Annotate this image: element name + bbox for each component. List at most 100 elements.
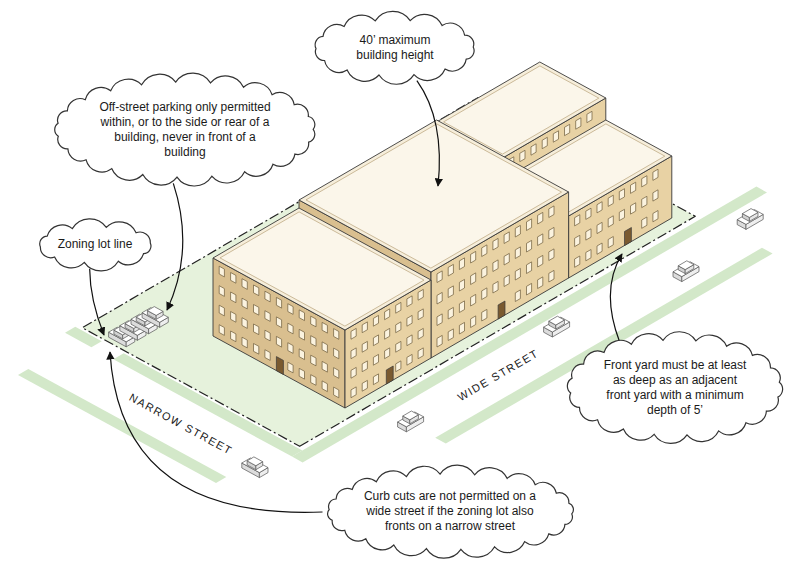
window (437, 314, 442, 326)
window (587, 111, 592, 122)
window (385, 328, 390, 339)
window (527, 262, 532, 274)
window (373, 335, 378, 346)
car-top (544, 317, 570, 332)
window (549, 227, 554, 239)
window (575, 235, 580, 246)
window (586, 208, 591, 219)
building-top (213, 208, 431, 330)
window (254, 285, 259, 296)
window (373, 374, 378, 385)
car-cabin-top (147, 307, 163, 316)
car-cabin-top (247, 457, 263, 466)
window (231, 331, 236, 342)
window (482, 266, 487, 278)
window (254, 305, 259, 316)
window (334, 348, 339, 359)
door (386, 366, 393, 384)
window (549, 206, 554, 218)
callout-cloud: Off-street parking only permitted within… (48, 73, 322, 186)
window (471, 251, 476, 263)
window (608, 237, 613, 248)
window (597, 222, 602, 233)
window (437, 335, 442, 347)
window (538, 277, 543, 289)
window (351, 387, 356, 398)
car-cabin-top (678, 261, 694, 270)
window (231, 273, 236, 284)
window (549, 270, 554, 282)
window (334, 329, 339, 340)
window (322, 381, 327, 392)
window (219, 325, 224, 336)
window (515, 268, 520, 280)
window (597, 243, 602, 254)
callout-text-wrap: Curb cuts are not permitted on a wide st… (363, 489, 538, 534)
sidewalk (65, 327, 102, 347)
window (515, 225, 520, 237)
window (242, 279, 247, 290)
window (418, 309, 423, 320)
window (437, 292, 442, 304)
window (471, 316, 476, 328)
window (276, 336, 281, 347)
window (254, 344, 259, 355)
window (385, 309, 390, 320)
window (288, 362, 293, 373)
window (299, 329, 304, 340)
window (586, 229, 591, 240)
window (504, 275, 509, 287)
window (299, 368, 304, 379)
callout-text: Curb cuts are not permitted on a wide st… (363, 489, 538, 534)
leader-line (417, 81, 439, 186)
window (231, 292, 236, 303)
window (538, 255, 543, 267)
window (265, 311, 270, 322)
cloud-path (316, 12, 475, 85)
window (418, 289, 423, 300)
window (459, 301, 464, 313)
door (276, 357, 283, 375)
window (493, 281, 498, 293)
window (471, 273, 476, 285)
leader-line (610, 254, 622, 342)
window (418, 348, 423, 359)
window (448, 264, 453, 276)
window (299, 349, 304, 360)
callout-cloud: Zoning lot line (31, 218, 160, 272)
window (504, 253, 509, 265)
window (448, 307, 453, 319)
window (311, 316, 316, 327)
door (498, 301, 505, 319)
window (265, 291, 270, 302)
window (575, 215, 580, 226)
window (515, 247, 520, 259)
window (619, 189, 624, 200)
window (459, 322, 464, 334)
window (407, 354, 412, 365)
window (631, 203, 636, 214)
window (396, 341, 401, 352)
window (527, 219, 532, 231)
window (322, 342, 327, 353)
window (242, 337, 247, 348)
car-cabin-top (549, 316, 565, 325)
callout-text: Off-street parking only permitted within… (92, 100, 277, 160)
window (515, 290, 520, 302)
window (642, 176, 647, 187)
window (299, 310, 304, 321)
window (482, 309, 487, 321)
callout-text-wrap: Off-street parking only permitted within… (92, 100, 277, 160)
window (265, 330, 270, 341)
window (482, 245, 487, 257)
window (362, 322, 367, 333)
door (625, 228, 632, 246)
window (493, 238, 498, 250)
window (254, 324, 259, 335)
window (311, 355, 316, 366)
window (351, 367, 356, 378)
window (553, 131, 558, 142)
window (565, 124, 570, 135)
cloud-path (327, 465, 573, 558)
